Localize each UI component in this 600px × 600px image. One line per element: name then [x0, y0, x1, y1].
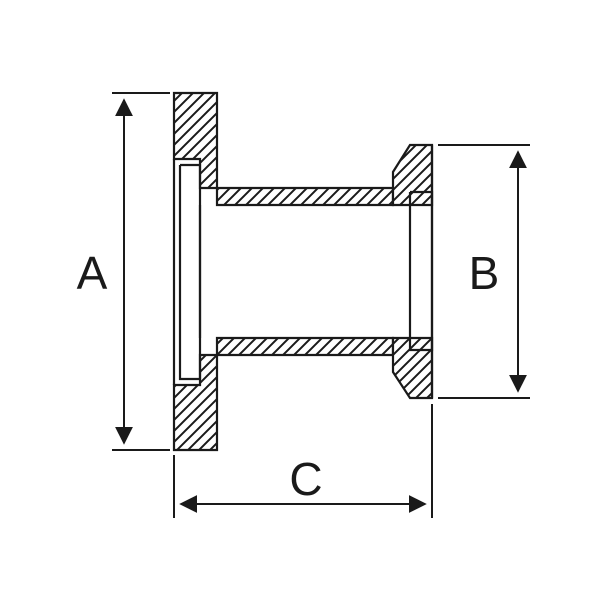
dimension-c — [173, 404, 433, 518]
dim-c-label: C — [289, 453, 322, 505]
dimension-a — [112, 92, 170, 451]
tube-wall-upper — [215, 186, 395, 207]
right-flange-upper — [391, 143, 434, 207]
right-flange-lower — [391, 336, 434, 400]
dimension-b — [438, 144, 530, 399]
dim-b-label: B — [469, 247, 500, 299]
part-section — [172, 91, 434, 452]
dim-a-label: A — [77, 247, 108, 299]
right-seal-seat — [408, 190, 434, 352]
tube-wall-lower — [215, 336, 395, 357]
left-seat-inner — [178, 163, 202, 381]
part-outline — [172, 145, 434, 398]
